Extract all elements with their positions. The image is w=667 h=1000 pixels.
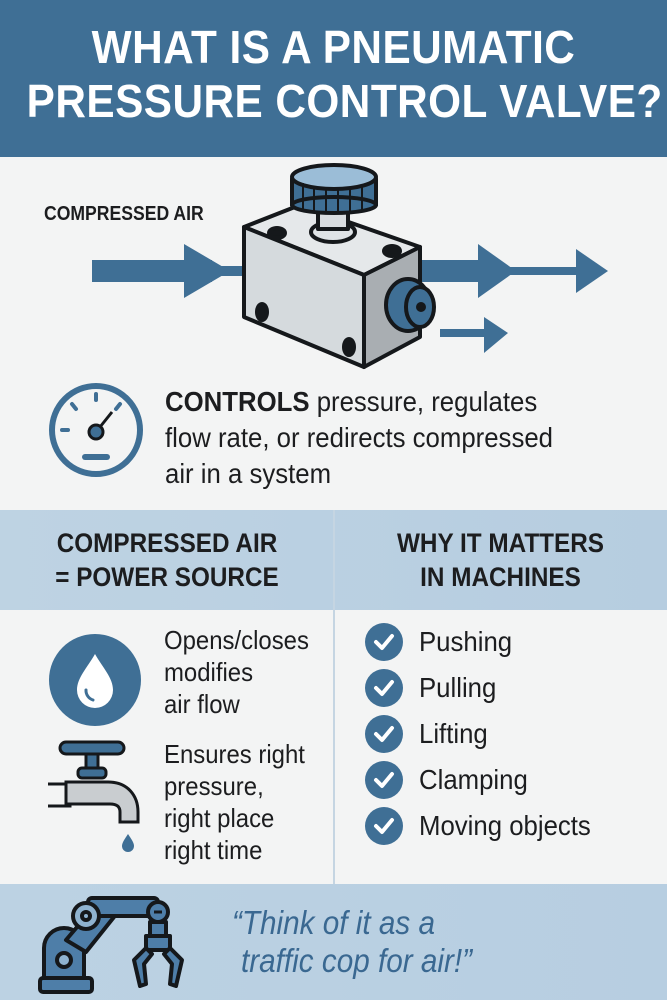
use-label: Pushing xyxy=(419,626,513,657)
power-source-list: Opens/closes modifies air flow Ensures r… xyxy=(0,610,333,884)
why-it-matters-heading-line-1: WHY IT MATTERS xyxy=(397,528,604,558)
water-drop-icon xyxy=(49,634,141,726)
list-item-line: right place xyxy=(164,803,275,833)
controls-line-3: air in a system xyxy=(165,458,332,489)
faucet-icon xyxy=(48,740,140,852)
use-item-pulling: Pulling xyxy=(365,668,503,708)
title-line-1: WHAT IS A PNEUMATIC xyxy=(91,21,576,73)
title-line-2: PRESSURE CONTROL VALVE? xyxy=(26,75,663,127)
use-item-pushing: Pushing xyxy=(365,622,520,662)
list-item: Opens/closes modifies air flow xyxy=(164,624,309,720)
controls-bold: CONTROLS xyxy=(165,386,310,417)
use-item-moving-objects: Moving objects xyxy=(365,806,606,846)
valve-icon xyxy=(242,163,436,369)
uses-list: Pushing Pulling Lifting Clamping Moving … xyxy=(335,610,667,884)
list-item-line: air flow xyxy=(164,689,240,719)
power-source-heading: COMPRESSED AIR = POWER SOURCE xyxy=(0,510,334,610)
checkmark-icon xyxy=(365,807,403,845)
controls-line-1: pressure, regulates xyxy=(309,386,538,417)
why-it-matters-heading-line-2: IN MACHINES xyxy=(420,562,581,592)
quote-line-1: “Think of it as a xyxy=(232,904,436,941)
quote-line-2: traffic cop for air!” xyxy=(241,942,473,979)
footer-quote-band: “Think of it as a traffic cop for air!” xyxy=(0,884,667,1000)
use-label: Pulling xyxy=(419,672,497,703)
checkmark-icon xyxy=(365,669,403,707)
use-item-lifting: Lifting xyxy=(365,714,494,754)
checkmark-icon xyxy=(365,623,403,661)
list-item: Ensures right pressure, right place righ… xyxy=(164,738,305,866)
page-header: WHAT IS A PNEUMATIC PRESSURE CONTROL VAL… xyxy=(0,0,667,157)
controls-section: CONTROLS pressure, regulates flow rate, … xyxy=(0,372,667,510)
valve-diagram xyxy=(92,163,608,369)
use-label: Lifting xyxy=(419,718,488,749)
arrow-right-icon xyxy=(420,244,608,353)
list-item-line: pressure, xyxy=(164,771,264,801)
list-item-line: Opens/closes xyxy=(164,625,309,655)
use-item-clamping: Clamping xyxy=(365,760,537,800)
controls-line-2: flow rate, or redirects compressed xyxy=(165,422,553,453)
list-item-line: modifies xyxy=(164,657,254,687)
checkmark-icon xyxy=(365,761,403,799)
quote-text: “Think of it as a traffic cop for air!” xyxy=(232,904,472,980)
power-source-heading-line-2: = POWER SOURCE xyxy=(55,562,279,592)
arrow-right-icon xyxy=(92,244,250,298)
checkmark-icon xyxy=(365,715,403,753)
valve-illustration: COMPRESSED AIR xyxy=(0,157,667,372)
robot-arm-icon xyxy=(38,896,184,994)
list-item-line: Ensures right xyxy=(164,739,305,769)
use-label: Moving objects xyxy=(419,810,591,841)
why-it-matters-heading: WHY IT MATTERS IN MACHINES xyxy=(334,510,667,610)
controls-description: CONTROLS pressure, regulates flow rate, … xyxy=(165,384,607,492)
compressed-air-label: COMPRESSED AIR xyxy=(44,203,204,225)
list-item-line: right time xyxy=(164,835,263,865)
column-divider xyxy=(333,510,335,884)
use-label: Clamping xyxy=(419,764,528,795)
power-source-heading-line-1: COMPRESSED AIR xyxy=(56,528,278,558)
gauge-icon xyxy=(49,383,143,477)
